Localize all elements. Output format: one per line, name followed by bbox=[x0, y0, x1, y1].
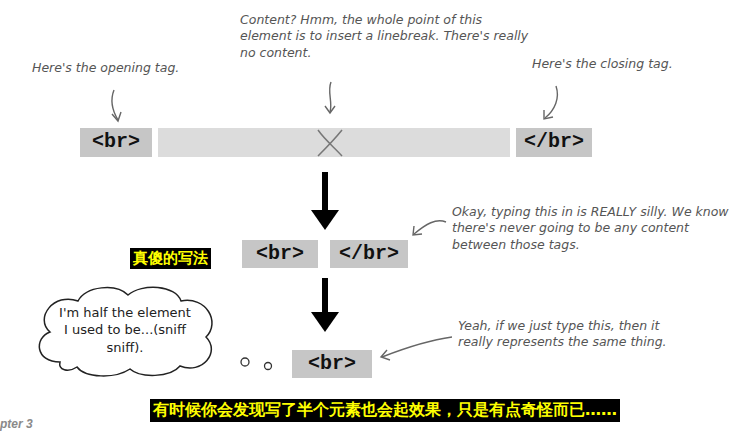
cloud-path bbox=[39, 287, 212, 376]
code-tag-box: </br> bbox=[330, 240, 408, 268]
annotation-note: Here's the closing tag. bbox=[532, 56, 732, 72]
code-tag-box: <br> bbox=[242, 240, 318, 268]
code-tag-box: </br> bbox=[516, 128, 592, 157]
thought-dot bbox=[241, 358, 249, 366]
tag-text: <br> bbox=[250, 242, 310, 266]
annotation-note: Content? Hmm, the whole point of this el… bbox=[240, 12, 530, 61]
tag-text: </br> bbox=[524, 130, 584, 154]
tag-text: <br> bbox=[88, 130, 144, 154]
cross-mark bbox=[318, 130, 342, 156]
annotation-note: Here's the opening tag. bbox=[32, 60, 207, 76]
annotation-note: Yeah, if we just type this, then it real… bbox=[458, 318, 678, 351]
chapter-label: pter 3 bbox=[0, 417, 33, 431]
cloud-text: I'm half the element I used to be...(sni… bbox=[59, 304, 191, 357]
tag-text: </br> bbox=[338, 242, 400, 266]
code-tag-box: <br> bbox=[292, 350, 372, 378]
thought-dot bbox=[265, 363, 272, 370]
tag-text: <br> bbox=[300, 352, 364, 376]
annotation-note: Okay, typing this in is REALLY silly. We… bbox=[452, 204, 737, 253]
content-bar bbox=[158, 128, 510, 157]
code-tag-box: <br> bbox=[80, 128, 152, 157]
thought-cloud: I'm half the element I used to be...(sni… bbox=[30, 282, 220, 378]
subtitle-text: 真傻的写法 bbox=[130, 248, 211, 269]
subtitle-text: 有时候你会发现写了半个元素也会起效果，只是有点奇怪而已…… bbox=[150, 399, 620, 422]
